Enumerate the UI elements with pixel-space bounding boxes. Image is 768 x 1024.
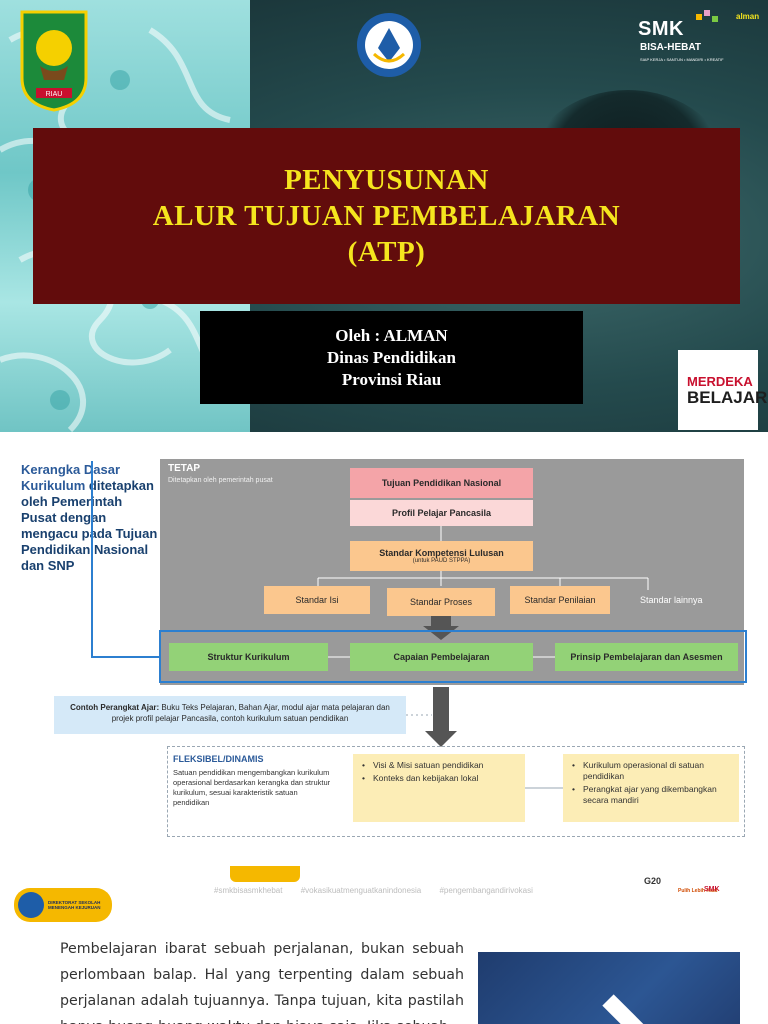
presentation-title: PENYUSUNAN ALUR TUJUAN PEMBELAJARAN (ATP… [33, 128, 740, 304]
author-watermark: alman [736, 12, 760, 21]
list-item: Kurikulum operasional di satuan pendidik… [571, 760, 731, 782]
curriculum-framework-slide: Kerangka Dasar Kurikulum ditetapkan oleh… [8, 435, 760, 860]
standar-isi-box: Standar Isi [264, 586, 370, 614]
hashtag: #pengembangandirivokasi [439, 886, 533, 895]
skl-sublabel: (untuk PAUD STPPA) [412, 558, 471, 564]
skl-box: Standar Kompetensi Lulusan (untuk PAUD S… [350, 541, 533, 571]
green-box-label: Capaian Pembelajaran [393, 652, 490, 662]
prinsip-pembelajaran-box: Prinsip Pembelajaran dan Asesmen [555, 643, 738, 671]
framework-intro-rest: ditetapkan oleh Pemerintah Pusat dengan … [21, 478, 158, 573]
arrow-down-icon [423, 626, 459, 640]
green-box-label: Prinsip Pembelajaran dan Asesmen [570, 652, 723, 662]
smk-bisa-hebat-logo: SMK BISA-HEBAT SIAP KERJA • SANTUN • MAN… [634, 8, 730, 74]
callout-connector-line [91, 461, 160, 658]
core-framework-highlight [159, 630, 747, 683]
list-item: Perangkat ajar yang dikembangkan secara … [571, 784, 731, 806]
framework-connectors [91, 461, 649, 789]
photo-shape [602, 994, 678, 1024]
capaian-pembelajaran-box: Capaian Pembelajaran [350, 643, 533, 671]
framework-intro-text: Kerangka Dasar Kurikulum ditetapkan oleh… [21, 462, 161, 574]
merdeka-belajar-logo: MERDEKA BELAJAR [678, 350, 768, 430]
tetap-label: TETAP [168, 463, 201, 474]
directorate-name: DIREKTORAT SEKOLAH MENENGAH KEJURUAN [48, 899, 101, 911]
green-box-label: Struktur Kurikulum [207, 652, 290, 662]
tujuan-pendidikan-label: Tujuan Pendidikan Nasional [381, 478, 502, 488]
tetap-sublabel: Ditetapkan oleh pemerintah pusat [168, 477, 273, 484]
list-item: Visi & Misi satuan pendidikan [361, 760, 517, 771]
arrow-down-icon [425, 731, 457, 747]
contoh-perangkat-ajar-box: Contoh Perangkat Ajar: Buku Teks Pelajar… [54, 696, 406, 734]
profil-pelajar-label: Profil Pelajar Pancasila [391, 508, 492, 518]
tujuan-pendidikan-box: Tujuan Pendidikan Nasional [350, 468, 533, 498]
standar-label: Standar Proses [409, 597, 473, 607]
title-line: ALUR TUJUAN PEMBELAJARAN [152, 200, 621, 232]
author-line: Oleh : ALMAN [335, 325, 448, 345]
author-line: Provinsi Riau [341, 369, 442, 389]
merdeka-logo-line2: BELAJAR [687, 387, 768, 407]
directorate-logo: DIREKTORAT SEKOLAH MENENGAH KEJURUAN [14, 888, 112, 922]
skl-label: Standar Kompetensi Lulusan [379, 548, 504, 558]
standar-penilaian-box: Standar Penilaian [510, 586, 610, 614]
hashtag-row: #smkbisasmkhebat #vokasikuatmenguatkanin… [214, 886, 549, 895]
article-paragraph: Pembelajaran ibarat sebuah perjalanan, b… [60, 941, 464, 1024]
contoh-text: Buku Teks Pelajaran, Bahan Ajar, modul a… [111, 703, 390, 723]
article-slide: DIREKTORAT SEKOLAH MENENGAH KEJURUAN #sm… [0, 866, 768, 1024]
article-photo [478, 952, 740, 1024]
hashtag: #smkbisasmkhebat [214, 886, 283, 895]
merdeka-logo-line1: MERDEKA [687, 373, 753, 389]
pulih-lebih-kuat-logo: Pulih Lebih Kuat [678, 888, 718, 894]
smk-logo-subtitle: BISA-HEBAT [640, 42, 701, 53]
smk-logo-tagline: SIAP KERJA • SANTUN • MANDIRI • KREATIF [640, 57, 724, 62]
svg-text:RIAU: RIAU [46, 91, 63, 98]
standar-lainnya-label: Standar lainnya [640, 595, 703, 605]
title-line: PENYUSUNAN [284, 164, 489, 196]
standar-label: Standar Penilaian [524, 595, 596, 605]
profil-pelajar-box: Profil Pelajar Pancasila [350, 500, 533, 526]
contoh-label: Contoh Perangkat Ajar: [70, 703, 160, 712]
author-info: Oleh : ALMAN Dinas Pendidikan Provinsi R… [200, 311, 583, 404]
tut-wuri-handayani-logo-icon [357, 13, 421, 77]
hashtag: #vokasikuatmenguatkanindonesia [300, 886, 422, 895]
tut-wuri-small-icon [18, 892, 44, 918]
title-line: (ATP) [347, 236, 426, 268]
list-item: Konteks dan kebijakan lokal [361, 773, 517, 784]
title-slide: RIAU SMK BISA-HEBAT SIAP KERJA • SANTUN … [0, 0, 768, 432]
smk-logo-title: SMK [638, 18, 684, 40]
flexible-framework-panel [167, 746, 745, 837]
smk-color-blocks-icon [696, 10, 718, 22]
standar-label: Standar Isi [295, 595, 339, 605]
school-context-box: Visi & Misi satuan pendidikan Konteks da… [353, 754, 525, 822]
author-line: Dinas Pendidikan [327, 347, 456, 367]
standar-proses-box: Standar Proses [387, 588, 495, 616]
school-output-box: Kurikulum operasional di satuan pendidik… [563, 754, 739, 822]
fleksibel-title: FLEKSIBEL/DINAMIS [173, 754, 264, 764]
decorative-tab [230, 866, 300, 882]
framework-intro-highlight: Kerangka Dasar Kurikulum [21, 462, 120, 493]
riau-province-emblem-icon: RIAU [20, 10, 88, 112]
fleksibel-description: Satuan pendidikan mengembangkan kurikulu… [173, 768, 331, 807]
struktur-kurikulum-box: Struktur Kurikulum [169, 643, 328, 671]
smk-small-logo: SMK [704, 886, 720, 893]
g20-logo: G20 [644, 876, 662, 886]
